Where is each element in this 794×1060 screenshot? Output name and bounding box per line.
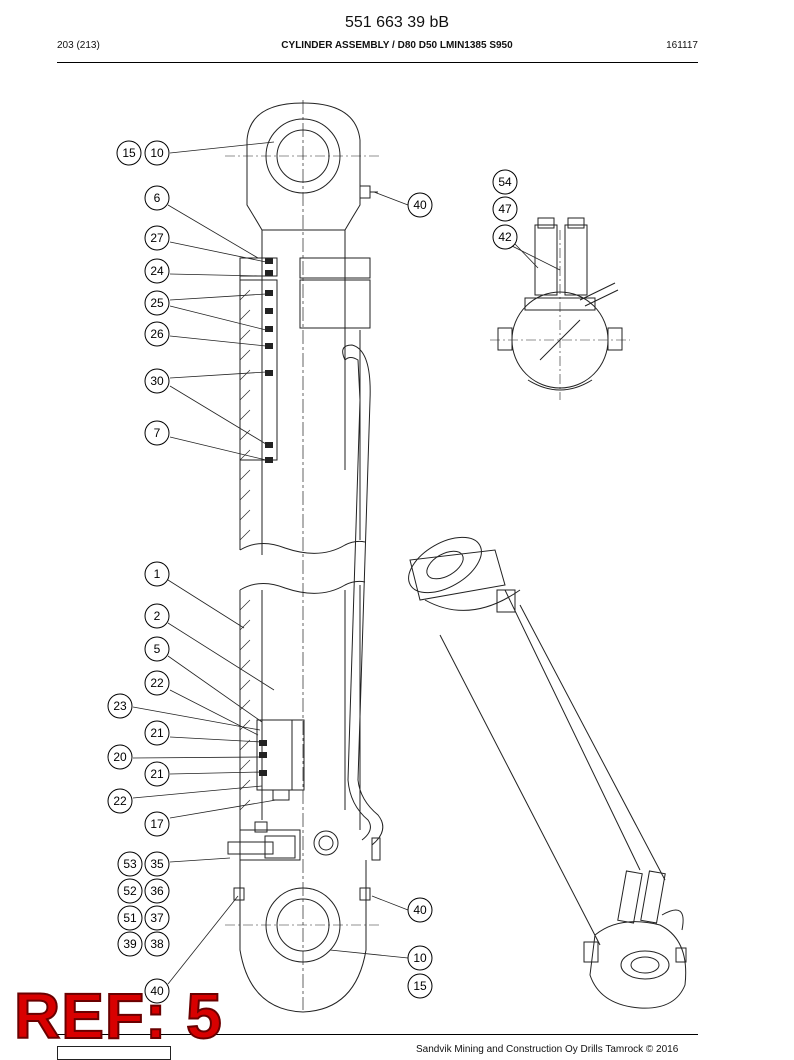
callout-54: 54	[492, 169, 518, 195]
callout-number: 2	[154, 609, 161, 623]
callout-26: 26	[144, 321, 170, 347]
callout-25: 25	[144, 290, 170, 316]
callout-number: 37	[150, 911, 164, 925]
callout-number: 15	[122, 146, 136, 160]
callout-7: 7	[144, 420, 170, 446]
revision-date: 161117	[666, 40, 698, 51]
callout-5: 5	[144, 636, 170, 662]
callout-number: 23	[113, 699, 127, 713]
callout-39: 39	[117, 931, 143, 957]
leader-lines	[132, 141, 561, 985]
callout-number: 38	[150, 937, 164, 951]
callout-40: 40	[144, 978, 170, 1004]
callout-number: 53	[123, 857, 137, 871]
callout-number: 51	[123, 911, 137, 925]
cylinder-section-view	[225, 100, 384, 1013]
callout-27: 27	[144, 225, 170, 251]
callout-35: 35	[144, 851, 170, 877]
callout-10: 10	[144, 140, 170, 166]
callout-15: 15	[116, 140, 142, 166]
header-rule	[57, 62, 698, 63]
callout-number: 26	[150, 327, 164, 341]
callout-number: 25	[150, 296, 164, 310]
callout-number: 27	[150, 231, 164, 245]
callout-number: 42	[498, 230, 512, 244]
isometric-view	[408, 536, 687, 1009]
drawing-title: CYLINDER ASSEMBLY / D80 D50 LMIN1385 S95…	[281, 40, 513, 51]
callout-36: 36	[144, 878, 170, 904]
callout-1: 1	[144, 561, 170, 587]
callout-number: 5	[154, 642, 161, 656]
callout-15: 15	[407, 973, 433, 999]
callout-number: 17	[150, 817, 164, 831]
callout-number: 40	[413, 903, 427, 917]
callout-number: 22	[113, 794, 127, 808]
callout-10: 10	[407, 945, 433, 971]
callout-number: 20	[113, 750, 127, 764]
callout-37: 37	[144, 905, 170, 931]
callout-52: 52	[117, 878, 143, 904]
callout-number: 22	[150, 676, 164, 690]
ref-stamp: REF: 5	[13, 980, 223, 1052]
callout-17: 17	[144, 811, 170, 837]
callout-number: 36	[150, 884, 164, 898]
callout-38: 38	[144, 931, 170, 957]
callout-22: 22	[107, 788, 133, 814]
callout-40: 40	[407, 897, 433, 923]
callout-20: 20	[107, 744, 133, 770]
callout-number: 40	[150, 984, 164, 998]
page-indicator: 203 (213)	[57, 40, 100, 51]
callout-number: 54	[498, 175, 512, 189]
callout-47: 47	[492, 196, 518, 222]
callout-30: 30	[144, 368, 170, 394]
callout-number: 1	[154, 567, 161, 581]
callout-number: 30	[150, 374, 164, 388]
callout-number: 52	[123, 884, 137, 898]
document-number: 551 663 39 bB	[344, 14, 450, 31]
end-view	[490, 217, 630, 400]
callout-42: 42	[492, 224, 518, 250]
footer-copyright: Sandvik Mining and Construction Oy Drill…	[416, 1044, 679, 1055]
callout-number: 35	[150, 857, 164, 871]
callout-21: 21	[144, 720, 170, 746]
callout-53: 53	[117, 851, 143, 877]
callout-number: 15	[413, 979, 427, 993]
callout-number: 21	[150, 726, 164, 740]
callout-number: 21	[150, 767, 164, 781]
callout-number: 10	[150, 146, 164, 160]
callout-22: 22	[144, 670, 170, 696]
callout-number: 47	[498, 202, 512, 216]
callout-2: 2	[144, 603, 170, 629]
callout-40: 40	[407, 192, 433, 218]
callout-number: 24	[150, 264, 164, 278]
callout-21: 21	[144, 761, 170, 787]
callout-23: 23	[107, 693, 133, 719]
callout-51: 51	[117, 905, 143, 931]
callout-number: 39	[123, 937, 137, 951]
callout-number: 40	[413, 198, 427, 212]
callout-number: 7	[154, 426, 161, 440]
callout-6: 6	[144, 185, 170, 211]
callout-number: 10	[413, 951, 427, 965]
footer-rule	[57, 1034, 698, 1035]
callout-number: 6	[154, 191, 161, 205]
callout-24: 24	[144, 258, 170, 284]
